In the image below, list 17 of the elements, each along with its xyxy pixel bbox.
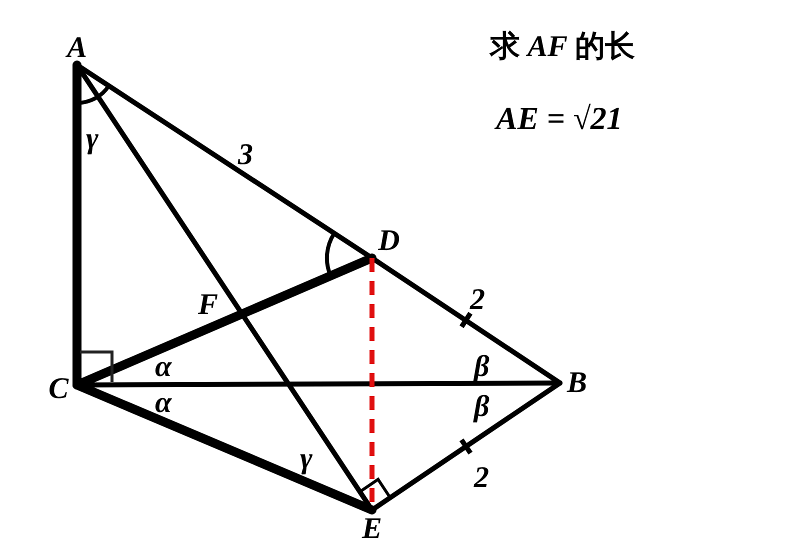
vertex-label: C — [40, 372, 77, 406]
vertex-label: E — [356, 510, 388, 548]
math-label: F — [198, 290, 218, 320]
math-label: γ — [300, 444, 312, 474]
math-label: 2 — [470, 285, 485, 315]
math-label: γ — [86, 124, 98, 154]
math-label: β — [474, 352, 490, 382]
problem-text: 求 AF 的长 — [490, 32, 636, 62]
math-label: β — [474, 392, 490, 422]
math-label: α — [155, 388, 172, 418]
problem-text: AE = √21 — [496, 102, 622, 134]
math-label: 2 — [474, 463, 489, 493]
vertex-label: D — [372, 224, 406, 258]
vertex-label: A — [62, 30, 92, 65]
math-label: 3 — [238, 140, 253, 170]
math-label: α — [155, 352, 172, 382]
vertex-label: B — [560, 366, 594, 400]
